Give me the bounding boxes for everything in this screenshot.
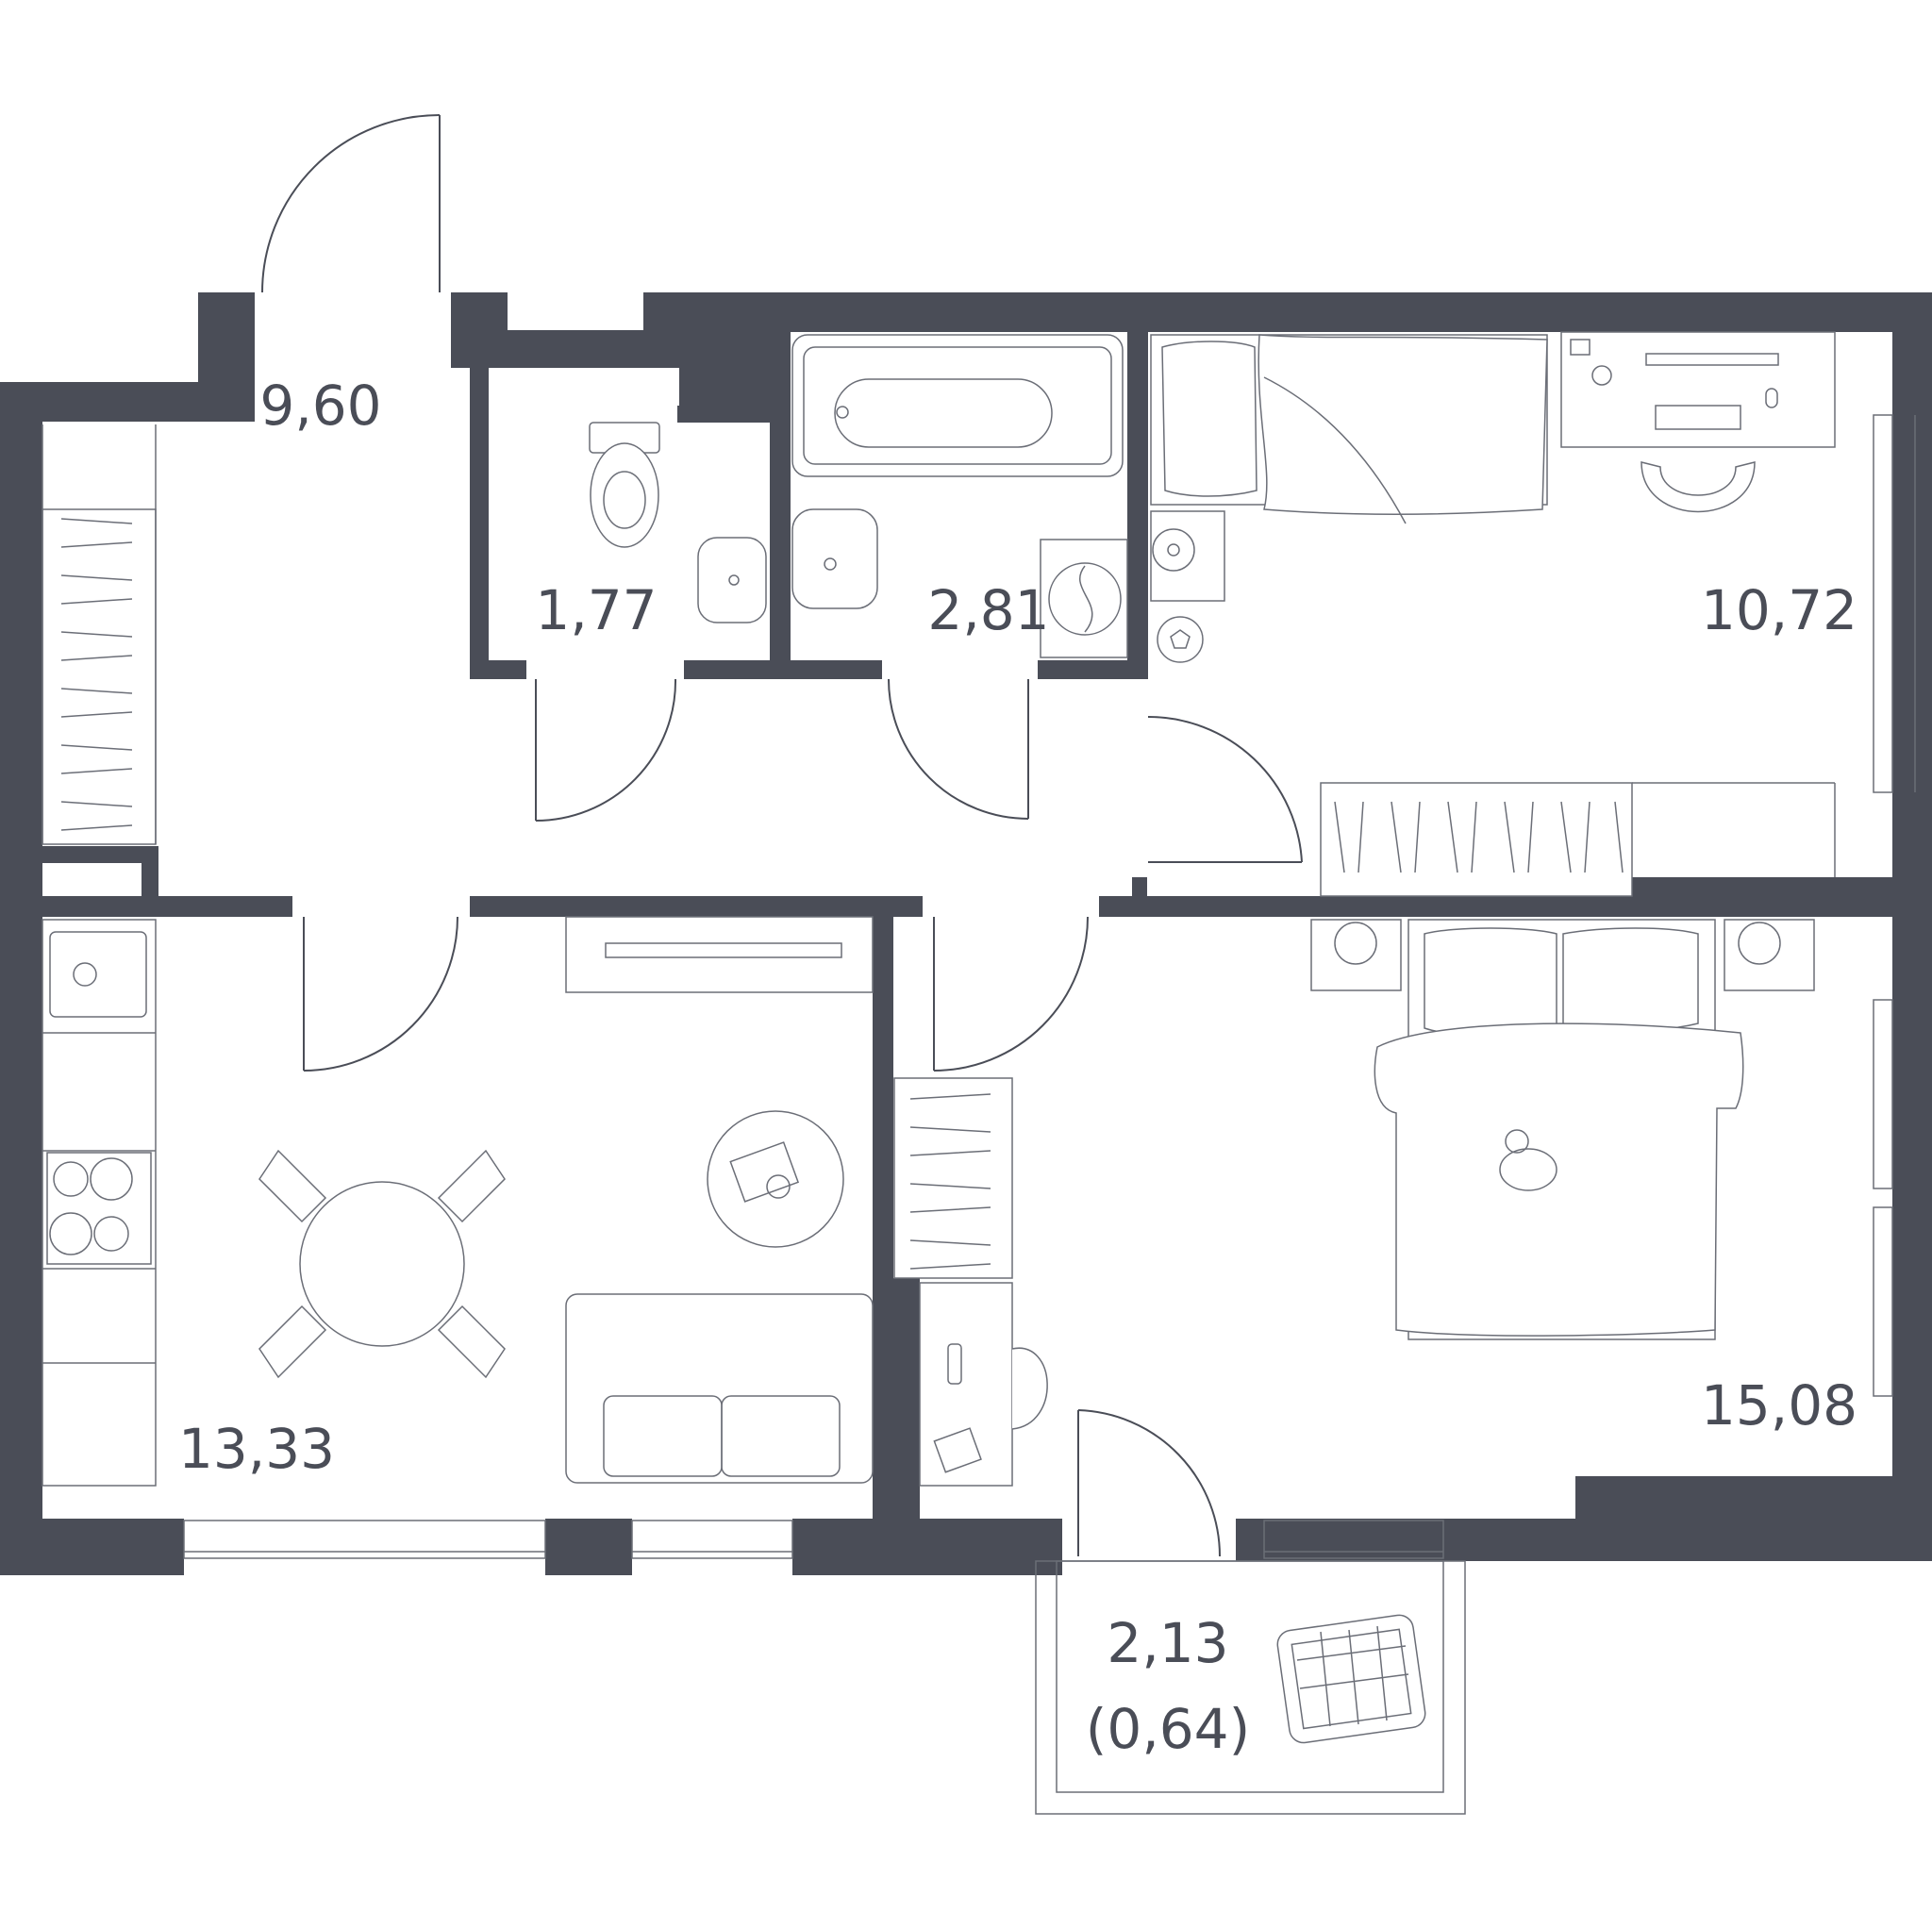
office-chair-icon — [1641, 461, 1756, 513]
laundry-basket-icon — [1276, 1614, 1426, 1744]
sink-icon — [791, 508, 878, 609]
ball-icon — [1157, 616, 1204, 663]
sofa-icon — [565, 1293, 874, 1484]
window-icon — [183, 414, 1916, 1559]
wardrobe-icon — [1320, 782, 1836, 897]
door-icon — [261, 114, 441, 293]
balcony-reduced-area-label: (0,64) — [1086, 1697, 1250, 1761]
desk-icon — [919, 1282, 1048, 1487]
dining-table-icon — [258, 1149, 506, 1379]
bedroom-large-area-label: 15,08 — [1701, 1373, 1857, 1438]
kitchen-living-area-label: 13,33 — [178, 1417, 335, 1481]
toilet-area-label: 1,77 — [535, 578, 657, 642]
wardrobe-icon — [893, 1077, 1013, 1279]
bed-icon — [1150, 334, 1548, 524]
door-icon — [303, 678, 1303, 1557]
walls — [0, 292, 1932, 1575]
cat-icon — [1499, 1129, 1557, 1191]
stove-icon — [46, 1152, 152, 1265]
bedroom-small-area-label: 10,72 — [1701, 578, 1857, 642]
desk-icon — [1560, 331, 1836, 448]
toilet-icon — [589, 422, 660, 548]
hallway-area-label: 9,60 — [259, 374, 381, 438]
bathroom-area-label: 2,81 — [927, 578, 1049, 642]
fan-icon — [1150, 510, 1225, 602]
washing-machine-icon — [1040, 539, 1128, 658]
kitchen-sink-icon — [49, 931, 147, 1018]
bed-icon — [1374, 919, 1744, 1340]
fan-icon — [1310, 919, 1815, 991]
area-labels: 9,60 1,77 2,81 10,72 13,33 15,08 2,13 (0… — [178, 374, 1857, 1761]
balcony-area-label: 2,13 — [1107, 1611, 1228, 1675]
bathtub-icon — [791, 334, 1124, 477]
tv-stand-icon — [565, 916, 874, 993]
balcony-outline — [1035, 1560, 1466, 1815]
sink-icon — [697, 537, 767, 623]
coffee-table-icon — [707, 1110, 844, 1248]
wardrobe-icon — [42, 424, 157, 845]
